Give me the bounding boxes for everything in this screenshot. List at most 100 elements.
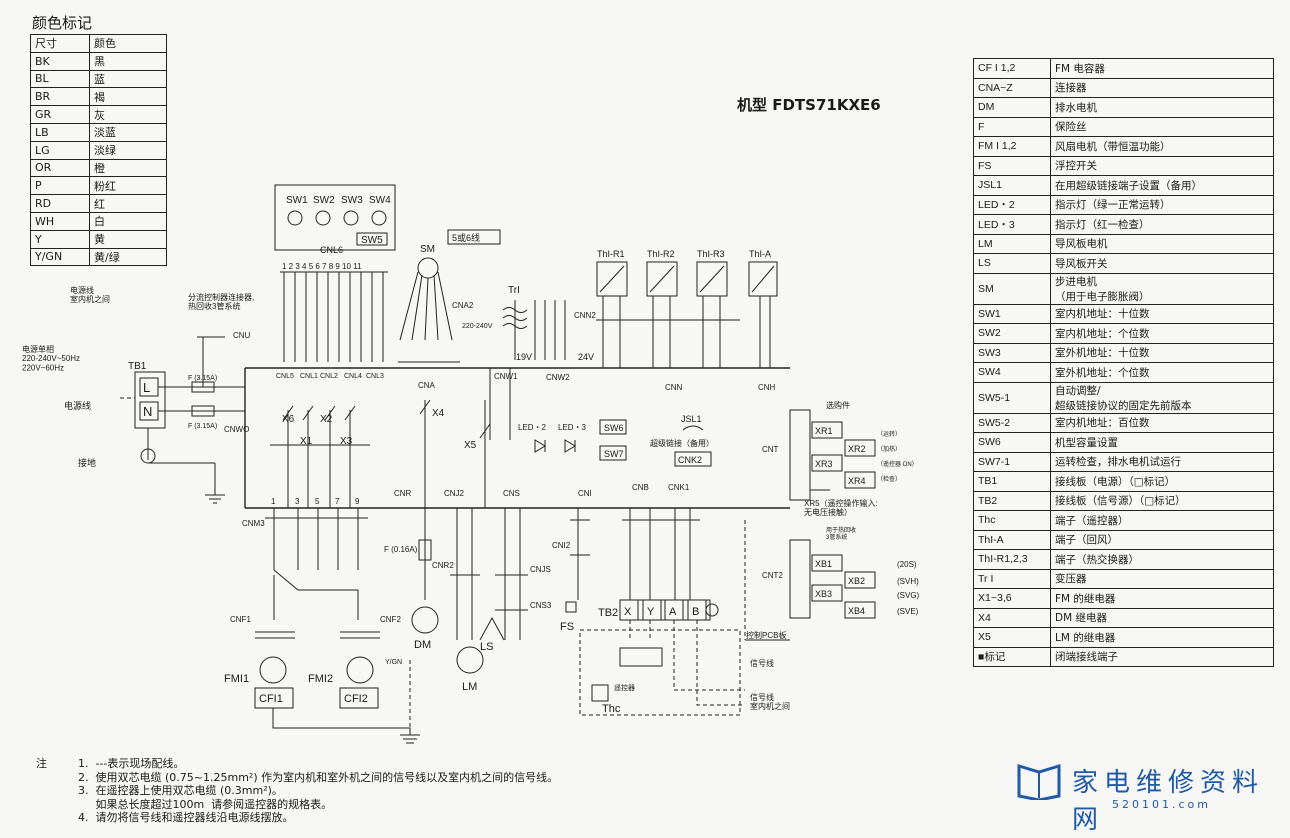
notes-block: 注 1. ---表示现场配线。2. 使用双芯电缆 (0.75~1.25mm²) … [36, 757, 558, 825]
part-desc: 接线板（电源）（□标记） [1050, 471, 1274, 492]
cnf2-label: CNF2 [380, 615, 401, 624]
part-desc-text: 排水电机 [1055, 101, 1097, 114]
part-desc: 室外机地址：个位数 [1050, 362, 1274, 383]
part-desc: 运转检查，排水电机试运行 [1050, 451, 1274, 472]
cnm3-label: CNM3 [242, 519, 265, 528]
part-desc: 浮控开关 [1050, 155, 1274, 176]
brand-name: 家电维修资料网 [1072, 768, 1265, 835]
part-desc-text: 运转检查，排水电机试运行 [1055, 456, 1181, 469]
thc-sensor [591, 684, 609, 702]
part-desc-text: 步进电机 [1055, 275, 1097, 288]
fm2-motor [346, 656, 374, 684]
part-desc-text: 保险丝 [1055, 121, 1087, 134]
cnm3-pin-3: 3 [295, 497, 300, 506]
sw-box [274, 184, 396, 251]
tb2-b: B [692, 606, 699, 618]
cnk1-label: CNK1 [668, 483, 690, 492]
parts-row: Thc 端子（遥控器） [973, 510, 1274, 531]
legend-code: OR [30, 158, 90, 178]
sm-motor [417, 257, 439, 279]
sw4-dial [371, 210, 387, 226]
xr5-label: XR5（遥控操作输入:无电压接触） [804, 498, 878, 517]
part-code: LED・2 [973, 194, 1051, 215]
part-desc: FM 的继电器 [1050, 588, 1274, 609]
parts-row: LS 导风板开关 [973, 253, 1274, 274]
cf2-box [339, 687, 379, 709]
part-code: Thc [973, 510, 1051, 531]
legend-code: LG [30, 140, 90, 160]
tb1-n: N [143, 404, 152, 419]
sw7-box [599, 445, 627, 461]
fs-switch [565, 601, 577, 613]
part-desc-text: 端子（回风） [1055, 534, 1118, 547]
ls-label: LS [480, 641, 493, 653]
parts-row: SW2 室内机地址：个位数 [973, 323, 1274, 344]
fm2-label: FMI2 [308, 673, 333, 685]
part-desc-text: 接线板（电源）（□标记） [1055, 475, 1176, 488]
xb2-note: (SVH) [897, 577, 919, 586]
xr2-box [844, 439, 876, 457]
cnr2-label: CNR2 [432, 561, 454, 570]
brand-url: 520101.com [1112, 798, 1211, 811]
part-code: SW1 [973, 303, 1051, 324]
part-desc: DM 继电器 [1050, 607, 1274, 628]
thi-r2-label: ThI-R2 [647, 249, 675, 259]
cnw2-label: CNW2 [546, 373, 570, 382]
parts-row: CF I 1,2 FM 电容器 [973, 58, 1274, 79]
xb1-note: (20S) [897, 560, 917, 569]
part-desc-text: 指示灯（绿一正常运转） [1055, 199, 1171, 212]
parts-row: SW3 室外机地址：十位数 [973, 342, 1274, 363]
cnl6-pins: 1 2 3 4 5 6 7 8 9 10 11 [282, 262, 362, 271]
xr1-box [811, 421, 843, 439]
part-desc: 保险丝 [1050, 116, 1274, 137]
relay-x1: X1 [300, 436, 313, 447]
v220-label: 220-240V [462, 323, 493, 330]
legend-code: GR [30, 105, 90, 124]
cns3-label: CNS3 [530, 601, 552, 610]
led3-label: LED・3 [558, 423, 587, 432]
sm-label: SM [420, 244, 435, 255]
part-desc-text: 端子（热交换器） [1055, 553, 1139, 566]
ls-switch [479, 616, 505, 641]
part-desc-text: FM 电容器 [1055, 62, 1105, 75]
xr1-note: （运转） [877, 430, 901, 438]
part-desc-extra: 超级链接协议的固定先前版本 [1055, 399, 1192, 412]
cnm3-pin-9: 9 [355, 497, 360, 506]
part-desc-text: 浮控开关 [1055, 160, 1097, 173]
cf1-box [254, 687, 294, 709]
cnl2-label: CNL2 [320, 373, 338, 380]
note-item: 如果总长度超过100m 请参阅遥控器的规格表。 [78, 797, 333, 811]
xb4-label: XB4 [848, 606, 865, 616]
dm-label: DM [414, 639, 431, 651]
part-desc: 连接器 [1050, 77, 1274, 98]
jsl1-jumper [682, 425, 704, 431]
xr3-label: XR3 [815, 459, 833, 469]
power-line-label: 电源线 [64, 400, 91, 411]
legend-row: BR 褐 [30, 87, 167, 107]
fm1-motor [259, 656, 287, 684]
part-code: SW3 [973, 342, 1051, 363]
sw5-box [356, 232, 388, 246]
cnl1-label: CNL1 [300, 373, 318, 380]
brand-logo [1015, 762, 1063, 804]
wiring-diagram: SW1 SW2 SW3 SW4 SW5 CNL6 1 2 3 4 5 6 7 8… [22, 184, 920, 744]
relay-x4: X4 [432, 408, 445, 419]
cnt2-label: CNT2 [762, 571, 783, 580]
sw2-label: SW2 [313, 195, 335, 206]
thi-r3-label: ThI-R3 [697, 249, 725, 259]
legend-row: OR 橙 [30, 158, 167, 178]
cnu-label: CNU [233, 331, 251, 340]
parts-row: LM 导风板电机 [973, 233, 1274, 254]
cna2-label: CNA2 [452, 301, 474, 310]
part-desc: FM 电容器 [1050, 58, 1274, 79]
parts-row: SW4 室外机地址：个位数 [973, 362, 1274, 383]
cnl4-label: CNL4 [344, 373, 362, 380]
parts-row: X1~3,6 FM 的继电器 [973, 588, 1274, 609]
tb2-a: A [669, 606, 677, 618]
signal-line-2: 信号线室内机之间 [750, 692, 790, 711]
brand-book-icon [1017, 763, 1061, 802]
sw6-label: SW6 [604, 423, 624, 433]
part-desc: 室内机地址：个位数 [1050, 323, 1274, 344]
parts-row: SW5-2 室内机地址：百位数 [973, 412, 1274, 433]
sw2-dial [315, 210, 331, 226]
